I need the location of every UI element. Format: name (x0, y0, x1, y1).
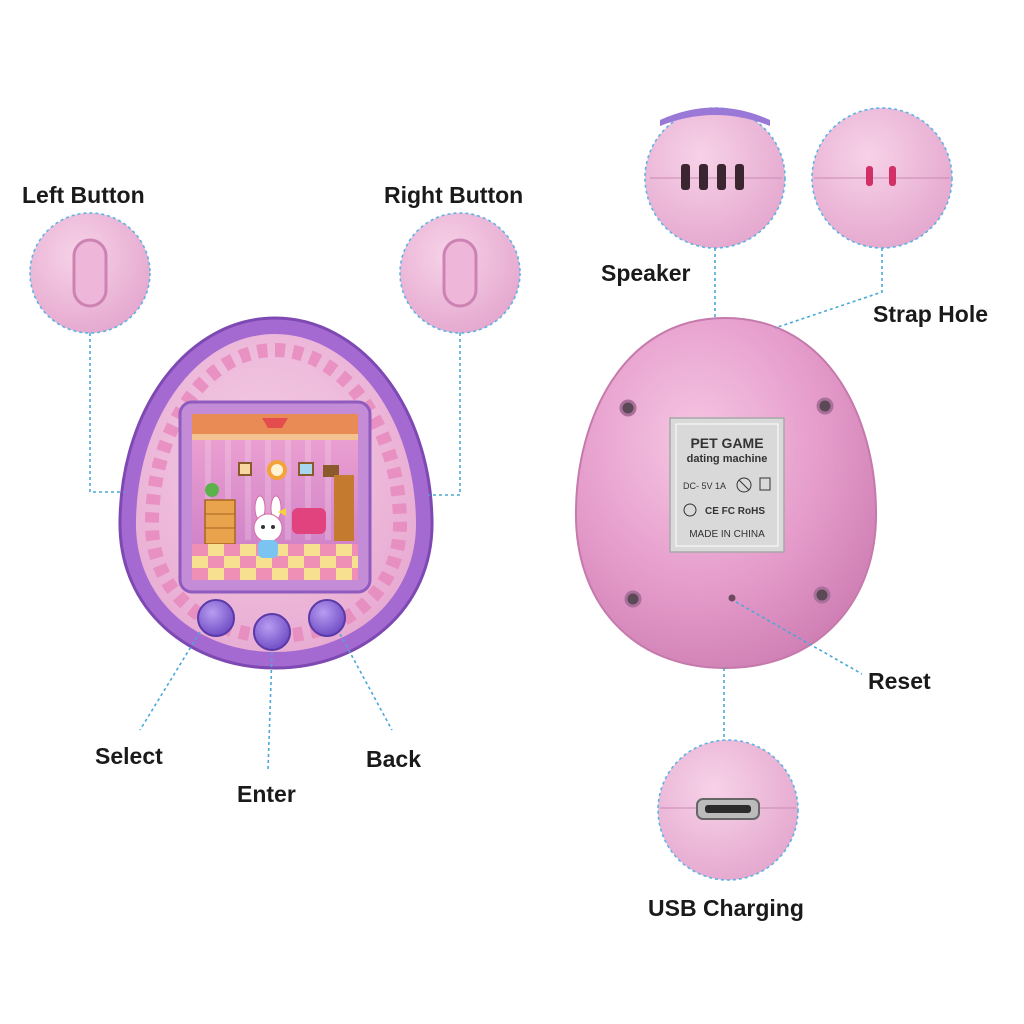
back-device: PET GAME dating machine DC- 5V 1A CE FC … (574, 316, 878, 670)
strap-hole-zoom (811, 107, 953, 249)
select-button-shape (197, 599, 235, 637)
sticker-certs: CE FC RoHS (705, 506, 765, 517)
reset-hole-icon (728, 594, 736, 602)
speaker-label: Speaker (601, 260, 691, 286)
sticker-rating: DC- 5V 1A (683, 481, 726, 491)
screw (619, 399, 637, 417)
back-label: Back (366, 746, 421, 772)
right-side-button-icon (442, 238, 478, 308)
enter-label: Enter (237, 781, 296, 807)
back-button-shape (308, 599, 346, 637)
sticker-origin: MADE IN CHINA (689, 529, 765, 540)
speaker-zoom (644, 107, 786, 249)
sticker-subtitle: dating machine (687, 453, 768, 465)
strap-hole-label: Strap Hole (873, 301, 989, 327)
left-side-button-icon (72, 238, 108, 308)
heart-border (144, 342, 408, 644)
left-button-zoom (29, 212, 151, 334)
sticker-brand: PET GAME (690, 435, 763, 451)
select-label: Select (95, 743, 163, 769)
left-button-label: Left Button (22, 182, 145, 208)
pet-character-icon (253, 495, 286, 558)
usb-charging-label: USB Charging (648, 895, 804, 921)
right-button-label: Right Button (384, 182, 524, 208)
strap-hole-icon (866, 166, 896, 186)
reset-label: Reset (868, 668, 931, 694)
front-device (118, 316, 434, 670)
screw (624, 590, 642, 608)
game-screen (192, 414, 358, 580)
enter-button-shape (253, 613, 291, 651)
usb-port-icon (696, 798, 760, 820)
rating-sticker: PET GAME dating machine DC- 5V 1A CE FC … (669, 417, 785, 553)
screw (816, 397, 834, 415)
screw (813, 586, 831, 604)
speaker-grille-icon (681, 164, 744, 190)
right-button-zoom (399, 212, 521, 334)
usb-zoom (657, 739, 799, 881)
checker-floor (192, 544, 358, 580)
